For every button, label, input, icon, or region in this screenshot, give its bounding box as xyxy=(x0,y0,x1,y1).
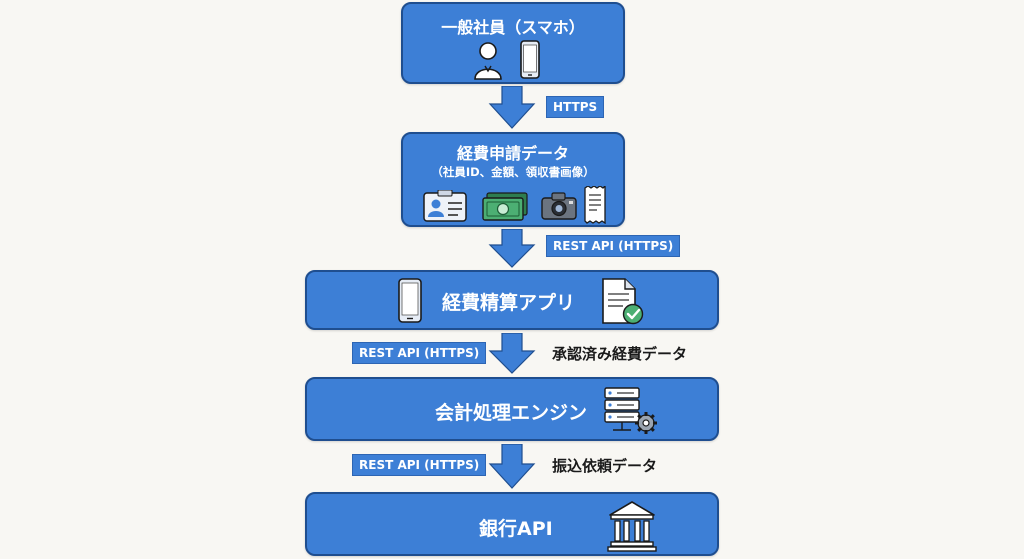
expense-data-sub: （社員ID、金額、領収書画像） xyxy=(431,165,595,179)
edge-3-protocol: REST API (HTTPS) xyxy=(352,342,487,364)
arrow-2 xyxy=(488,229,536,268)
camera-icon xyxy=(541,192,577,220)
receipt-icon xyxy=(584,186,606,224)
money-icon xyxy=(482,192,528,221)
expense-app-node: 経費精算アプリ xyxy=(305,270,719,330)
employee-node: 一般社員（スマホ） xyxy=(401,2,625,84)
expense-data-node: 経費申請データ （社員ID、金額、領収書画像） xyxy=(401,132,625,227)
server-gear-icon xyxy=(604,387,657,434)
arrow-4 xyxy=(488,444,536,489)
edge-1-protocol: HTTPS xyxy=(546,96,605,118)
bank-icon xyxy=(607,501,657,552)
bank-api-label: 銀行API xyxy=(479,518,553,540)
bank-api-node: 銀行API xyxy=(305,492,719,556)
edge-2-protocol: REST API (HTTPS) xyxy=(546,235,681,257)
id-card-icon xyxy=(423,190,467,222)
expense-data-label: 経費申請データ xyxy=(456,144,569,163)
accounting-engine-label: 会計処理エンジン xyxy=(435,402,588,424)
arrow-1 xyxy=(488,86,536,129)
employee-label: 一般社員（スマホ） xyxy=(441,18,585,37)
accounting-engine-node: 会計処理エンジン xyxy=(305,377,719,441)
document-check-icon xyxy=(602,278,644,325)
expense-app-label: 経費精算アプリ xyxy=(442,292,576,314)
smartphone-icon xyxy=(398,278,422,323)
edge-3-note: 承認済み経費データ xyxy=(552,345,688,363)
edge-4-note: 振込依頼データ xyxy=(552,457,658,475)
edge-4-protocol: REST API (HTTPS) xyxy=(352,454,487,476)
person-icon xyxy=(474,42,502,80)
smartphone-icon xyxy=(520,40,540,79)
arrow-3 xyxy=(488,333,536,374)
